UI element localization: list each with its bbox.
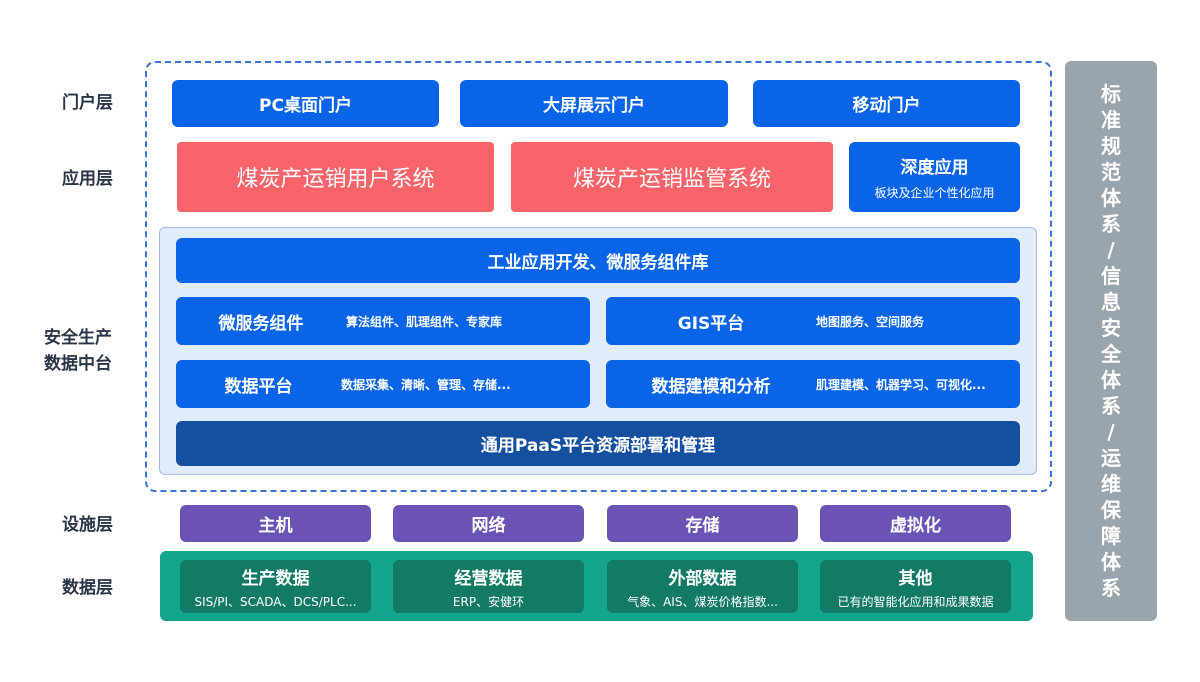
paas-platform-bar: 通用PaaS平台资源部署和管理 xyxy=(176,421,1020,466)
side-char: 体 xyxy=(1101,186,1121,210)
data-layer-label: 数据层 xyxy=(62,578,113,598)
business-data-box: 经营数据 ERP、安健环 xyxy=(393,560,584,613)
side-char: 运 xyxy=(1101,446,1121,470)
production-data-title: 生产数据 xyxy=(241,568,310,589)
other-data-box: 其他 已有的智能化应用和成果数据 xyxy=(820,560,1011,613)
side-char: 规 xyxy=(1101,134,1121,158)
side-char: 维 xyxy=(1101,472,1121,496)
infra-network-box: 网络 xyxy=(393,505,584,542)
app-layer-label: 应用层 xyxy=(62,169,113,189)
side-char: 标 xyxy=(1101,82,1121,106)
standards-security-ops-sidebar: 标 准 规 范 体 系 / 信 息 安 全 体 系 / 运 维 保 障 体 系 xyxy=(1065,61,1157,621)
side-char: 障 xyxy=(1101,524,1121,548)
business-data-subtitle: ERP、安健环 xyxy=(452,594,525,609)
infra-layer-label: 设施层 xyxy=(62,515,113,535)
deep-application-title: 深度应用 xyxy=(900,158,969,178)
other-data-title: 其他 xyxy=(898,568,933,589)
side-char: 信 xyxy=(1101,264,1121,288)
infra-host-box: 主机 xyxy=(180,505,371,542)
side-char: 体 xyxy=(1101,550,1121,574)
production-data-subtitle: SIS/PI、SCADA、DCS/PLC... xyxy=(194,594,357,609)
gis-platform-box: GIS平台 地图服务、空间服务 xyxy=(606,297,1020,345)
side-char: / xyxy=(1107,238,1115,262)
external-data-title: 外部数据 xyxy=(668,568,737,589)
gis-platform-subtitle: 地图服务、空间服务 xyxy=(816,314,925,329)
side-char: 安 xyxy=(1101,316,1121,340)
middle-layer-label-1: 安全生产 xyxy=(44,328,112,348)
bigscreen-portal-box: 大屏展示门户 xyxy=(460,80,728,127)
side-char: 范 xyxy=(1101,160,1121,184)
side-char: 系 xyxy=(1101,394,1121,418)
business-data-title: 经营数据 xyxy=(454,568,523,589)
side-char: 息 xyxy=(1101,290,1121,314)
deep-application-box: 深度应用 板块及企业个性化应用 xyxy=(849,142,1020,212)
microservice-subtitle: 算法组件、肌理组件、专家库 xyxy=(346,314,503,329)
mobile-portal-box: 移动门户 xyxy=(753,80,1020,127)
data-modeling-box: 数据建模和分析 肌理建模、机器学习、可视化... xyxy=(606,360,1020,408)
side-char: 保 xyxy=(1101,498,1121,522)
side-char: 体 xyxy=(1101,368,1121,392)
industrial-app-dev-bar: 工业应用开发、微服务组件库 xyxy=(176,238,1020,283)
pc-portal-box: PC桌面门户 xyxy=(172,80,439,127)
production-data-box: 生产数据 SIS/PI、SCADA、DCS/PLC... xyxy=(180,560,371,613)
microservice-box: 微服务组件 算法组件、肌理组件、专家库 xyxy=(176,297,590,345)
other-data-subtitle: 已有的智能化应用和成果数据 xyxy=(837,594,994,609)
platform-dashed-frame xyxy=(145,61,1052,492)
portal-layer-label: 门户层 xyxy=(62,93,113,113)
side-char: 系 xyxy=(1101,212,1121,236)
data-platform-title: 数据平台 xyxy=(224,376,293,397)
infra-storage-box: 存储 xyxy=(607,505,798,542)
side-char: / xyxy=(1107,420,1115,444)
side-char: 系 xyxy=(1101,576,1121,600)
external-data-box: 外部数据 气象、AIS、煤炭价格指数... xyxy=(607,560,798,613)
data-platform-box: 数据平台 数据采集、清晰、管理、存储... xyxy=(176,360,590,408)
deep-application-subtitle: 板块及企业个性化应用 xyxy=(874,186,995,200)
microservice-title: 微服务组件 xyxy=(218,313,304,334)
side-char: 准 xyxy=(1101,108,1121,132)
external-data-subtitle: 气象、AIS、煤炭价格指数... xyxy=(627,594,778,609)
user-system-box: 煤炭产运销用户系统 xyxy=(177,142,494,212)
data-modeling-subtitle: 肌理建模、机器学习、可视化... xyxy=(816,377,986,392)
data-modeling-title: 数据建模和分析 xyxy=(651,376,771,397)
gis-platform-title: GIS平台 xyxy=(677,313,745,334)
infra-virtualization-box: 虚拟化 xyxy=(820,505,1011,542)
supervision-system-box: 煤炭产运销监管系统 xyxy=(511,142,833,212)
side-char: 全 xyxy=(1101,342,1121,366)
middle-layer-label-2: 数据中台 xyxy=(44,354,112,374)
data-platform-subtitle: 数据采集、清晰、管理、存储... xyxy=(341,377,511,392)
